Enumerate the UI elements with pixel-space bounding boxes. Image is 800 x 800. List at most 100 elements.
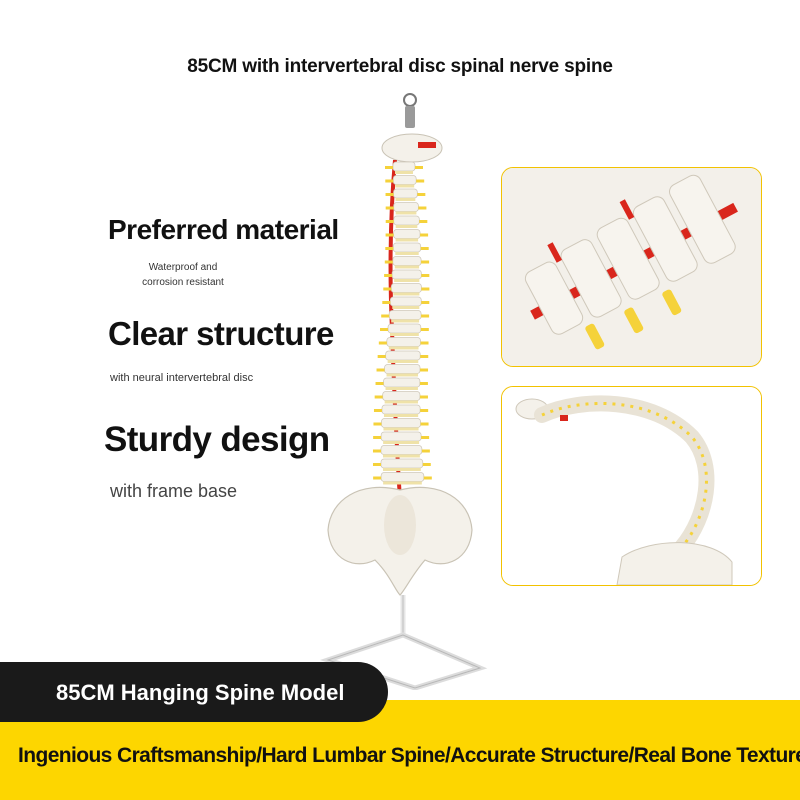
spinal-nerve [423, 476, 432, 480]
spinal-nerve [373, 476, 382, 480]
vertebra [393, 229, 421, 239]
vertebra [381, 418, 421, 428]
intervertebral-disc [382, 454, 420, 458]
spinal-nerve [385, 179, 394, 183]
spinal-nerve [421, 314, 430, 318]
intervertebral-disc [395, 225, 418, 228]
vertebra [380, 472, 425, 482]
intervertebral-disc [392, 306, 420, 309]
fullview-photo-spine [501, 386, 762, 586]
intervertebral-disc [383, 481, 422, 485]
vertebra [380, 431, 422, 442]
spinal-nerve [380, 328, 389, 331]
spinal-nerve [375, 382, 384, 385]
spinal-nerve [416, 179, 425, 183]
spinal-nerve [376, 368, 385, 372]
pelvis-shape [327, 486, 473, 596]
spinal-nerve [417, 193, 426, 196]
closeup-photo-cervical [501, 167, 762, 367]
spinal-nerve [420, 328, 429, 331]
intervertebral-disc [395, 211, 417, 215]
hanging-hook-icon [403, 93, 417, 128]
feature-title-design: Sturdy design [104, 420, 330, 459]
feature-subtitle-design: with frame base [110, 481, 238, 501]
spinal-nerve [373, 422, 382, 426]
intervertebral-disc [385, 387, 418, 390]
spinal-nerve [385, 233, 394, 237]
spinal-nerve [420, 247, 429, 250]
spinal-nerve [419, 395, 428, 399]
intervertebral-disc [383, 414, 419, 417]
vertebrae-column [372, 161, 432, 485]
intervertebral-disc [386, 373, 419, 377]
page-title: 85CM with intervertebral disc spinal ner… [187, 56, 613, 77]
intervertebral-disc [388, 346, 419, 350]
spinal-nerve [421, 436, 430, 439]
spinal-nerve [385, 206, 394, 210]
spinal-nerve [419, 382, 428, 385]
intervertebral-disc [395, 238, 419, 242]
intervertebral-disc [391, 319, 420, 323]
spinal-nerve [420, 422, 429, 426]
frame-stand [319, 595, 488, 690]
feature-title-material: Preferred material [108, 214, 339, 245]
feature-subtitle-structure: with neural intervertebral disc [110, 372, 254, 384]
intervertebral-disc [382, 468, 421, 471]
spinal-nerve [420, 409, 429, 412]
spinal-nerve [384, 274, 393, 277]
spinal-nerve [419, 220, 428, 223]
spinal-nerve [373, 436, 382, 439]
intervertebral-disc [383, 427, 419, 431]
spinal-nerve [420, 355, 429, 358]
tagline-text: Ingenious Craftsmanship/Hard Lumbar Spin… [18, 744, 800, 767]
vertebra [392, 161, 416, 172]
intervertebral-disc [395, 252, 419, 255]
spinal-nerve [374, 395, 383, 399]
model-tag-label: 85CM Hanging Spine Model [56, 680, 345, 705]
spinal-nerve [421, 274, 430, 277]
spinal-nerve [415, 166, 423, 169]
vertebra [393, 215, 420, 226]
vertebra [383, 377, 421, 388]
spinal-nerve [377, 355, 386, 358]
vertebra [387, 323, 422, 334]
feature-title-structure: Clear structure [108, 315, 334, 352]
vertebra [391, 269, 422, 280]
feature-subtitle-material: Waterproof and corrosion resistant [142, 262, 224, 288]
spinal-nerve [421, 449, 430, 453]
spinal-nerve [420, 368, 429, 372]
spinal-nerve [422, 463, 431, 466]
vertebra [385, 350, 421, 361]
spinal-nerve [385, 247, 394, 250]
spinal-nerve [385, 193, 394, 196]
vertebra [392, 242, 422, 253]
vertebra [384, 364, 421, 374]
intervertebral-disc [395, 198, 416, 201]
spinal-nerve [420, 341, 429, 345]
spinal-nerve [385, 166, 393, 169]
spinal-nerve [420, 233, 429, 237]
vertebra [392, 256, 422, 266]
spine-model-image [319, 93, 488, 690]
vertebra [386, 337, 421, 347]
intervertebral-disc [384, 400, 418, 404]
intervertebral-disc [395, 171, 413, 174]
intervertebral-disc [387, 360, 419, 363]
vertebra [380, 458, 424, 469]
spinal-nerve [372, 449, 381, 453]
spinal-nerve [421, 287, 430, 291]
vertebra [393, 188, 418, 199]
intervertebral-disc [383, 441, 420, 444]
model-tag [0, 662, 388, 722]
vertebra [393, 202, 419, 212]
intervertebral-disc [394, 279, 420, 282]
spinal-nerve [421, 301, 430, 304]
vertebra [388, 310, 422, 320]
vertebra [382, 391, 421, 401]
vertebra [380, 445, 423, 455]
spinal-nerve [381, 314, 390, 318]
spinal-nerve [382, 301, 391, 304]
intervertebral-disc [395, 184, 415, 188]
vertebra [389, 296, 422, 307]
spinal-nerve [418, 206, 427, 210]
